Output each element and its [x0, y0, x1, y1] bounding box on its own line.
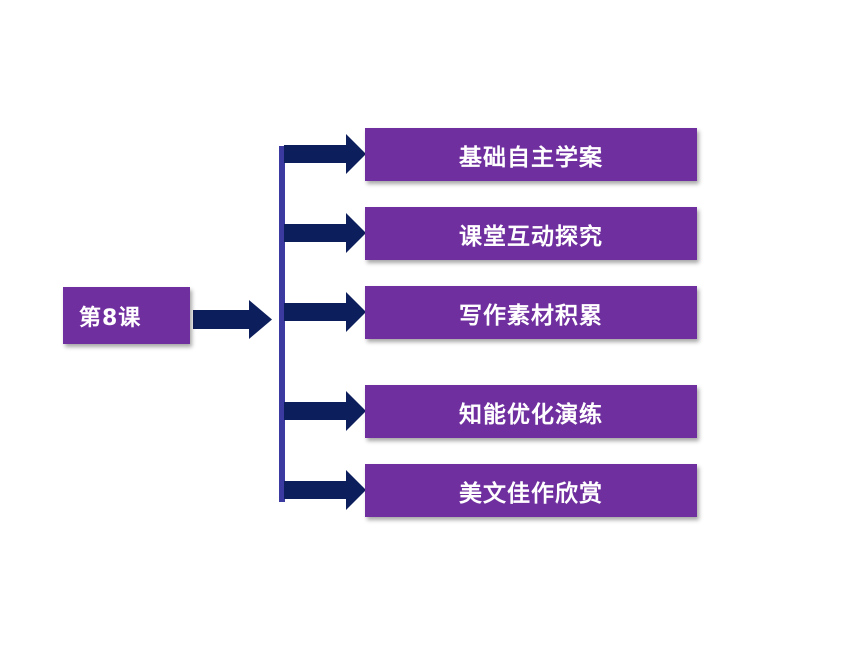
- branch-node: 写作素材积累: [365, 286, 697, 339]
- branch-arrow-icon: [284, 213, 366, 253]
- branch-node: 课堂互动探究: [365, 207, 697, 260]
- branch-arrow-icon: [284, 134, 366, 174]
- branch-node-label: 课堂互动探究: [459, 223, 603, 250]
- branch-node: 基础自主学案: [365, 128, 697, 181]
- branch-node-label: 美文佳作欣赏: [459, 480, 603, 507]
- branch-node: 美文佳作欣赏: [365, 464, 697, 517]
- branch-node: 知能优化演练: [365, 385, 697, 438]
- branch-node-label: 知能优化演练: [459, 401, 603, 428]
- branch-arrow-icon: [284, 292, 366, 332]
- root-node-label: 第8课: [79, 305, 142, 331]
- branch-node-label: 基础自主学案: [459, 144, 603, 171]
- branch-arrow-icon: [284, 391, 366, 431]
- root-arrow-icon: [193, 300, 272, 339]
- branch-node-label: 写作素材积累: [459, 302, 603, 329]
- branch-arrow-icon: [284, 470, 366, 510]
- root-node: 第8课: [63, 287, 190, 344]
- bracket-line: [279, 146, 285, 502]
